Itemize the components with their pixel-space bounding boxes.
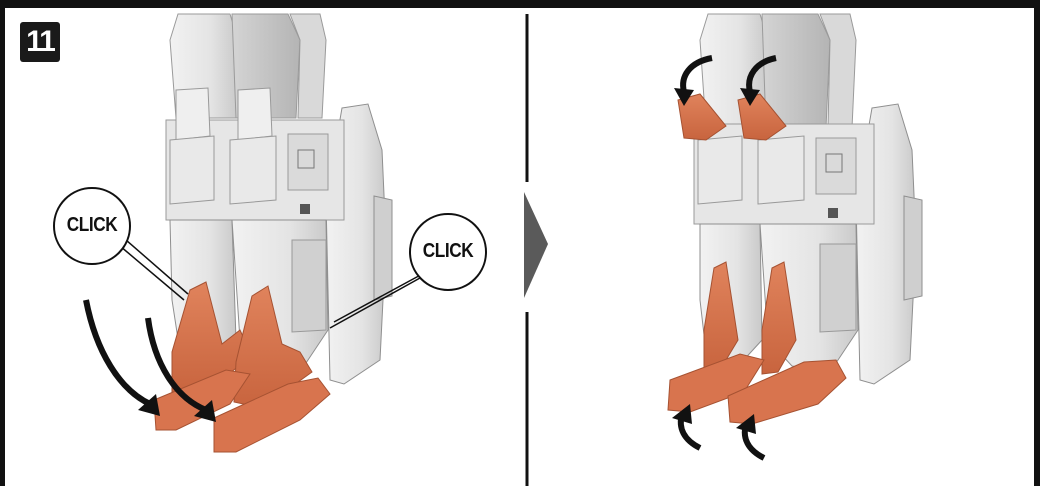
right-leg-assembly [668, 14, 922, 458]
curved-arrow-icon [86, 300, 150, 404]
left-border [0, 0, 5, 486]
step-number-badge: 11 [20, 22, 60, 62]
click-label-right: CLICK [409, 240, 486, 263]
right-chevron-icon [524, 192, 548, 298]
click-label-left: CLICK [53, 214, 130, 237]
top-border [0, 0, 1040, 8]
right-border [1034, 0, 1040, 486]
left-leg-assembly [86, 14, 392, 452]
